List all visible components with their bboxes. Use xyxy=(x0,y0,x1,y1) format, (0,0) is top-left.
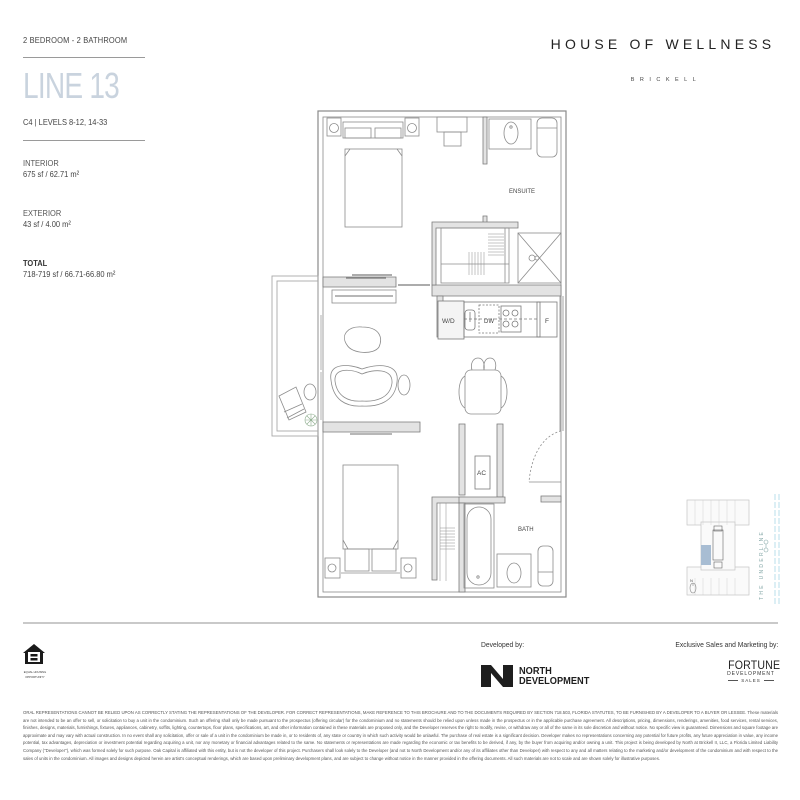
brand-location: BRICKELL xyxy=(630,77,702,83)
unit-highlight xyxy=(701,545,711,565)
floor-plan: ENSUITE W/D DW F xyxy=(271,110,567,598)
unit-info-panel: 2 BEDROOM - 2 BATHROOM LINE 13 C4 | LEVE… xyxy=(23,35,145,279)
north-development-logo: NORTH DEVELOPMENT xyxy=(481,665,599,687)
total-label: TOTAL xyxy=(23,258,48,268)
exterior-area: EXTERIOR 43 sf / 4.00 m² xyxy=(23,208,145,229)
dash-decoration xyxy=(728,680,739,681)
dash-decoration xyxy=(763,680,774,681)
exterior-value: 43 sf / 4.00 m² xyxy=(23,219,71,229)
equal-housing-logo: EQUAL HOUSING OPPORTUNITY xyxy=(22,643,48,679)
developer-block: Developed by: NORTH DEVELOPMENT xyxy=(481,640,599,687)
fortune-name: FORTUNE xyxy=(728,658,781,672)
key-plan: N THE UNDERLINE xyxy=(686,494,780,606)
footer-divider xyxy=(23,622,778,624)
equal-housing-text-1: EQUAL HOUSING xyxy=(23,670,47,674)
interior-label: INTERIOR xyxy=(23,158,59,168)
total-area: TOTAL 718-719 sf / 66.71-66.80 m² xyxy=(23,258,145,279)
exterior-label: EXTERIOR xyxy=(23,208,62,218)
interior-value: 675 sf / 62.71 m² xyxy=(23,169,80,179)
total-value: 718-719 sf / 66.71-66.80 m² xyxy=(23,269,116,279)
label-ac: AC xyxy=(477,470,486,477)
north-logo-icon xyxy=(481,665,513,687)
sales-block: Exclusive Sales and Marketing by: FORTUN… xyxy=(664,640,781,683)
label-fridge: F xyxy=(545,318,549,325)
fortune-logo: FORTUNE DEVELOPMENT SALES xyxy=(725,658,781,683)
room-label-bath: BATH xyxy=(518,527,534,533)
room-label-ensuite: ENSUITE xyxy=(509,189,535,195)
developer-label: Developed by: xyxy=(481,640,525,649)
line-title: LINE 13 xyxy=(23,65,120,106)
sales-label: Exclusive Sales and Marketing by: xyxy=(675,640,778,649)
label-dishwasher: DW xyxy=(484,319,494,325)
equal-housing-text-2: OPPORTUNITY xyxy=(25,674,45,679)
developer-name-1: NORTH xyxy=(519,665,552,677)
underline-label: THE UNDERLINE xyxy=(759,530,765,600)
north-label: N xyxy=(690,578,693,583)
developer-name-2: DEVELOPMENT xyxy=(519,675,590,687)
interior-area: INTERIOR 675 sf / 62.71 m² xyxy=(23,158,145,179)
brand-name: HOUSE OF WELLNESS xyxy=(550,36,776,52)
fortune-sub2: SALES xyxy=(741,678,761,683)
divider xyxy=(23,57,145,58)
equal-housing-icon xyxy=(23,644,45,664)
legal-disclaimer: ORAL REPRESENTATIONS CANNOT BE RELIED UP… xyxy=(23,710,778,761)
unit-type: 2 BEDROOM - 2 BATHROOM xyxy=(23,35,128,45)
label-washer-dryer: W/D xyxy=(442,318,455,325)
unit-levels: C4 | LEVELS 8-12, 14-33 xyxy=(23,117,108,127)
brand-header: HOUSE OF WELLNESS BRICKELL xyxy=(548,36,778,83)
fortune-sub: DEVELOPMENT xyxy=(727,671,775,677)
divider xyxy=(23,140,145,141)
